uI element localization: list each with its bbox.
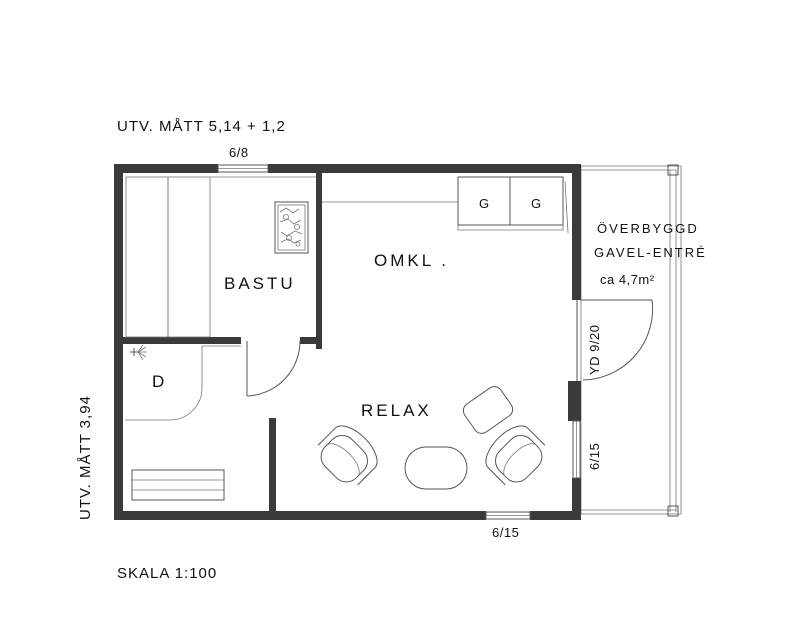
sauna-door — [246, 340, 301, 397]
porch-label-line2: GAVEL-ENTRÉ — [594, 245, 707, 260]
shower-area — [125, 345, 241, 421]
armchair-left — [317, 425, 378, 486]
porch-post — [667, 164, 679, 176]
window-top — [217, 164, 269, 173]
window-bottom — [485, 511, 531, 520]
porch-label-line1: ÖVERBYGGD — [597, 221, 699, 236]
entry-door-label: YD 9/20 — [587, 325, 602, 375]
height-dimension-label: UTV. MÅTT 3,94 — [77, 395, 94, 520]
width-dimension-label: UTV. MÅTT 5,14 + 1,2 — [117, 118, 286, 135]
room-label-shower: D — [152, 372, 167, 391]
shower-head-icon — [130, 344, 147, 361]
covered-porch — [580, 164, 682, 517]
window-bottom-label: 6/15 — [492, 525, 519, 540]
bench — [131, 469, 225, 501]
room-label-changing: OMKL . — [374, 251, 449, 270]
room-label-sauna: BASTU — [224, 274, 296, 293]
room-label-relax: RELAX — [361, 401, 432, 420]
window-top-label: 6/8 — [229, 145, 249, 160]
window-right — [572, 420, 581, 479]
window-right-label: 6/15 — [587, 443, 602, 470]
outer-walls — [114, 164, 581, 520]
lockers — [322, 176, 569, 234]
coffee-table — [404, 446, 468, 490]
scale-label: SKALA 1:100 — [117, 565, 217, 582]
porch-post — [667, 505, 679, 517]
armchair-right — [485, 425, 546, 486]
locker-label: G — [479, 196, 490, 211]
locker-label: G — [531, 196, 542, 211]
sauna-benches — [125, 176, 316, 338]
sauna-stove — [274, 201, 309, 254]
ottoman — [462, 386, 514, 434]
inner-walls — [123, 173, 322, 516]
entry-door — [576, 299, 654, 381]
porch-area-label: ca 4,7m² — [600, 272, 655, 287]
